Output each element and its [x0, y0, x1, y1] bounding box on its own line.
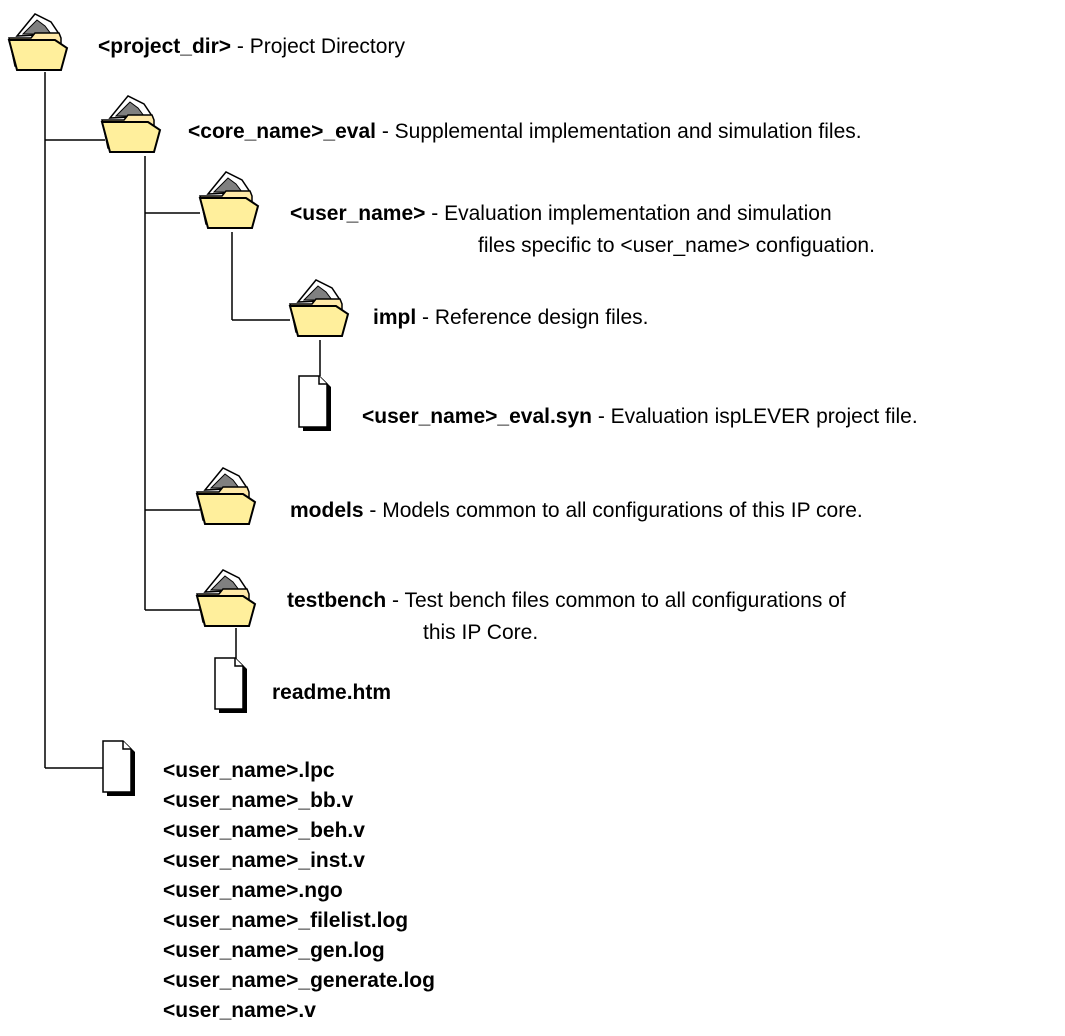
file-icon [298, 375, 331, 431]
models-separator: - [363, 499, 383, 522]
readme-label: readme.htm [272, 680, 391, 706]
list-item: <user_name>_filelist.log [163, 909, 409, 932]
impl-label: impl - Reference design files. [373, 305, 648, 331]
impl-separator: - [416, 306, 435, 329]
list-item: <user_name>.ngo [163, 879, 343, 902]
folder-icon [195, 569, 257, 627]
project-dir-description: Project Directory [249, 35, 405, 58]
project-dir-separator: - [231, 35, 250, 58]
eval-syn-name: <user_name>_eval.syn [362, 405, 592, 428]
eval-syn-description: Evaluation ispLEVER project file. [610, 405, 918, 428]
user-name-dir-description-line1: Evaluation implementation and simulation [444, 202, 832, 225]
impl-description: Reference design files. [434, 306, 649, 329]
folder-icon [288, 279, 350, 337]
project-dir-name: <project_dir> [98, 35, 232, 58]
testbench-description-line1: Test bench files common to all configura… [404, 589, 846, 612]
root-file-list: <user_name>.lpc <user_name>_bb.v <user_n… [163, 756, 435, 1026]
list-item: <user_name>.v [163, 999, 316, 1022]
list-item: <user_name>_gen.log [163, 939, 385, 962]
eval-syn-separator: - [592, 405, 611, 428]
impl-name: impl [373, 306, 417, 329]
folder-icon [7, 13, 69, 71]
testbench-separator: - [386, 589, 405, 612]
user-name-dir-label: <user_name> - Evaluation implementation … [290, 201, 832, 227]
testbench-description-line2: this IP Core. [423, 621, 539, 644]
user-name-dir-separator: - [425, 202, 445, 225]
folder-icon [195, 467, 257, 525]
eval-syn-label: <user_name>_eval.syn - Evaluation ispLEV… [362, 404, 918, 430]
user-name-dir-description-line2: files specific to <user_name> configuati… [478, 234, 875, 257]
list-item: <user_name>.lpc [163, 759, 335, 782]
user-name-dir-name: <user_name> [290, 202, 426, 225]
list-item: <user_name>_generate.log [163, 969, 435, 992]
core-eval-separator: - [375, 120, 395, 143]
core-eval-description: Supplemental implementation and simulati… [394, 120, 862, 143]
core-eval-name: <core_name>_eval [188, 120, 376, 143]
models-name: models [290, 499, 364, 522]
models-label: models - Models common to all configurat… [290, 498, 863, 524]
project-dir-label: <project_dir> - Project Directory [98, 34, 405, 60]
list-item: <user_name>_inst.v [163, 849, 365, 872]
list-item: <user_name>_bb.v [163, 789, 354, 812]
list-item: <user_name>_beh.v [163, 819, 365, 842]
testbench-label: testbench - Test bench files common to a… [287, 588, 846, 614]
file-icon [214, 657, 247, 713]
readme-name: readme.htm [272, 681, 392, 704]
models-description: Models common to all configurations of t… [382, 499, 863, 522]
core-eval-label: <core_name>_eval - Supplemental implemen… [188, 119, 862, 145]
folder-icon [100, 95, 162, 153]
file-icon [102, 740, 135, 796]
folder-icon [198, 171, 260, 229]
testbench-name: testbench [287, 589, 387, 612]
